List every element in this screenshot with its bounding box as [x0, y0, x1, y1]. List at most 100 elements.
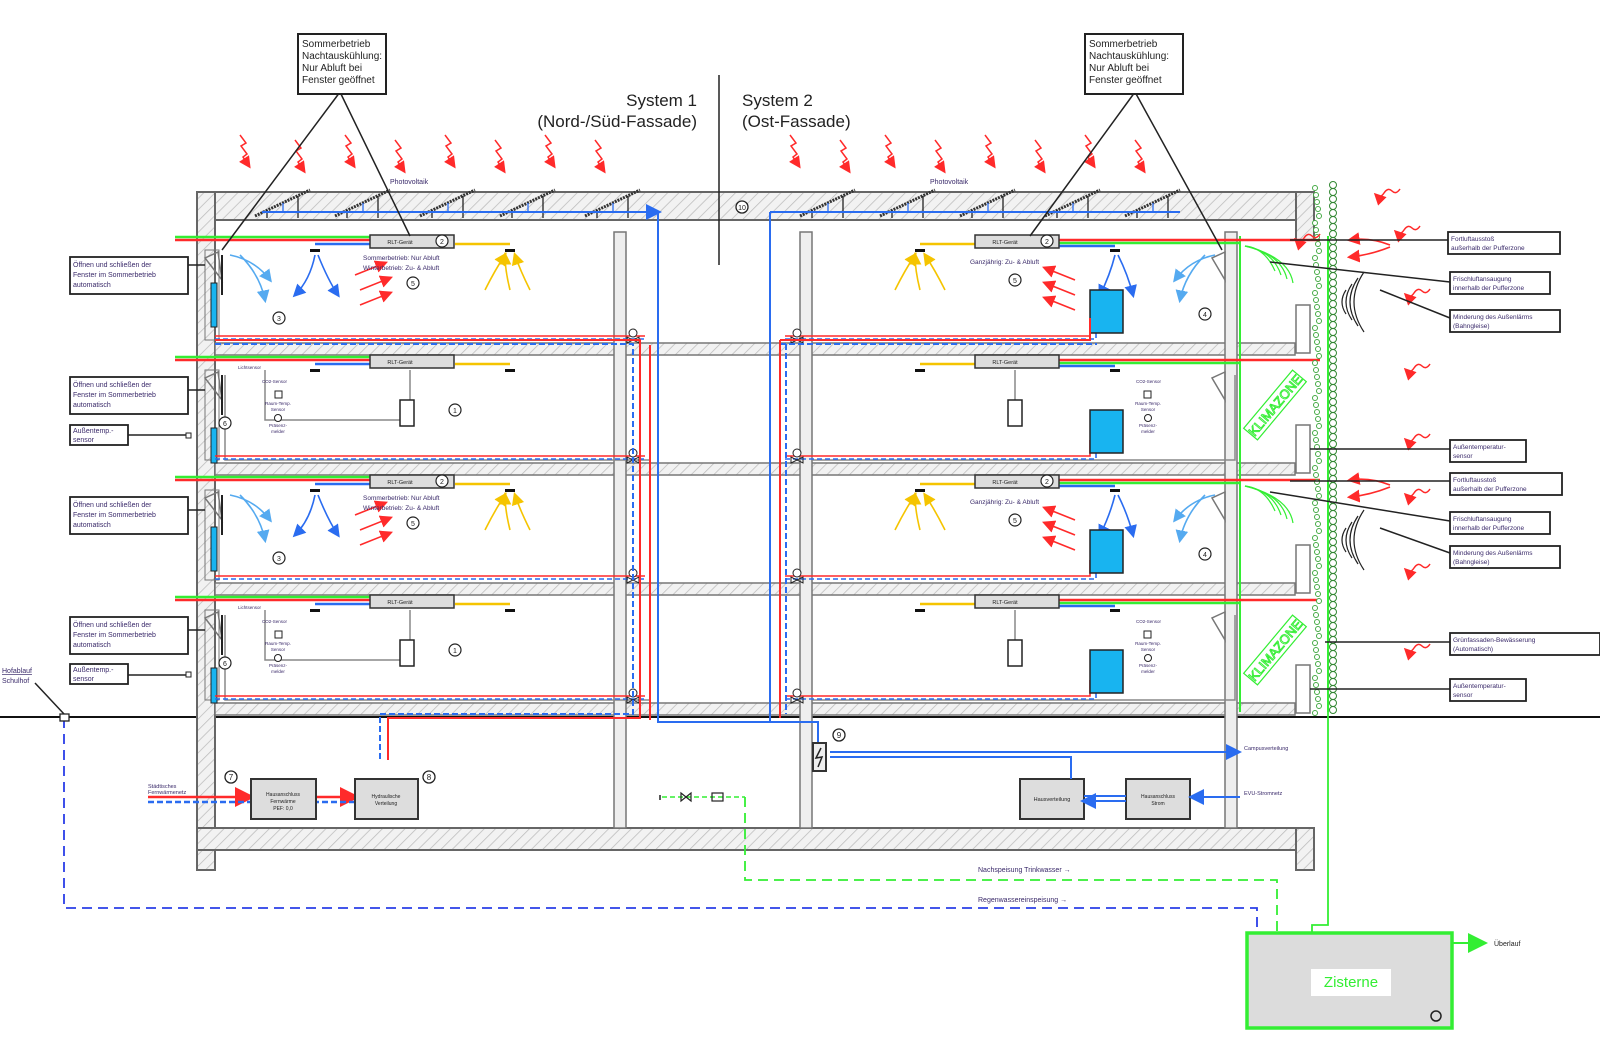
plant-leaf — [1329, 181, 1337, 189]
sun-ray-arrow — [344, 134, 356, 169]
sun-ray-arrow — [884, 134, 896, 169]
plant-leaf — [1329, 398, 1337, 406]
plant-leaf — [1329, 314, 1337, 322]
svg-text:Fenster im Sommerbetrieb: Fenster im Sommerbetrieb — [73, 512, 156, 519]
airflow-arrows — [229, 491, 1216, 551]
rlt-unit-sys2: RLT-Gerät — [974, 594, 1060, 609]
svg-text:Fenster im Sommerbetrieb: Fenster im Sommerbetrieb — [73, 272, 156, 279]
svg-text:RLT-Gerät: RLT-Gerät — [387, 240, 413, 246]
svg-text:RLT-Gerät: RLT-Gerät — [387, 360, 413, 366]
plant-leaf — [1329, 384, 1337, 392]
sun-ray-arrow — [294, 139, 306, 174]
svg-text:Fenster geöffnet: Fenster geöffnet — [302, 75, 375, 86]
klimazone-label-upper: KLIMAZONE — [1242, 369, 1308, 441]
plant-leaf — [1329, 258, 1337, 266]
svg-text:Präsenz-: Präsenz- — [269, 423, 288, 428]
overflow-label: Überlauf — [1494, 940, 1521, 948]
svg-text:10: 10 — [738, 205, 746, 212]
sun-ray-arrow — [934, 139, 946, 174]
sys2-mode: Ganzjährig: Zu- & Abluft — [970, 259, 1039, 266]
cistern-label: Zisterne — [1324, 974, 1378, 991]
heating-panel — [1089, 409, 1124, 454]
plant-leaf — [1329, 321, 1337, 329]
rlt-unit-sys1: RLT-Gerät — [369, 594, 455, 609]
svg-text:melder: melder — [1141, 429, 1155, 434]
svg-text:sensor: sensor — [1453, 692, 1473, 699]
plant-leaf — [1329, 650, 1337, 658]
plant-leaf — [1329, 237, 1337, 245]
building-shell — [196, 191, 1329, 871]
plant-leaf — [1329, 608, 1337, 616]
plant-leaf — [1329, 573, 1337, 581]
svg-text:sensor: sensor — [1453, 453, 1473, 460]
plant-leaf — [1329, 370, 1337, 378]
svg-text:automatisch: automatisch — [73, 642, 111, 649]
svg-text:Schulhof: Schulhof — [2, 678, 29, 685]
sun-ray-arrow — [594, 139, 606, 174]
plant-leaf — [1329, 524, 1337, 532]
system1-subtitle: (Nord-/Süd-Fassade) — [537, 112, 697, 131]
solar-radiation-arrows — [239, 134, 1146, 174]
svg-text:Lichtsensor: Lichtsensor — [238, 605, 262, 610]
svg-text:1: 1 — [453, 408, 457, 415]
plant-leaf — [1329, 468, 1337, 476]
svg-text:Fortluftausstoß: Fortluftausstoß — [1451, 236, 1494, 243]
sun-ray-arrow — [494, 139, 506, 174]
leader-lines — [34, 91, 1451, 800]
plant-leaf — [1329, 454, 1337, 462]
svg-text:6: 6 — [223, 421, 227, 428]
svg-text:5: 5 — [1013, 278, 1017, 285]
sun-ray-arrow — [789, 134, 801, 169]
svg-text:Raum-Temp.: Raum-Temp. — [265, 641, 291, 646]
plant-leaf — [1329, 671, 1337, 679]
svg-text:Hausanschluss: Hausanschluss — [1141, 794, 1175, 800]
basement-labels: Städtisches Fernwärmenetz 7 8 9 Hausansc… — [148, 728, 1288, 812]
svg-text:Fernwärmenetz: Fernwärmenetz — [148, 790, 186, 796]
svg-text:4: 4 — [1203, 312, 1207, 319]
svg-text:Fenster im Sommerbetrieb: Fenster im Sommerbetrieb — [73, 632, 156, 639]
plant-leaf — [1329, 622, 1337, 630]
svg-text:2: 2 — [1045, 479, 1049, 486]
room-sensors-left: LichtsensorCO2-SensorRaum-Temp.SensorPrä… — [238, 605, 291, 674]
svg-text:Sommerbetrieb: Sommerbetrieb — [302, 39, 371, 50]
power-connection — [1125, 778, 1191, 820]
plant-leaf — [1329, 587, 1337, 595]
svg-text:automatisch: automatisch — [73, 282, 111, 289]
svg-text:Sensor: Sensor — [271, 407, 286, 412]
sun-ray-arrow — [1084, 134, 1096, 169]
svg-text:Außentemp.-: Außentemp.- — [73, 428, 114, 435]
sys2-mode: Ganzjährig: Zu- & Abluft — [970, 499, 1039, 506]
plant-leaf — [1329, 293, 1337, 301]
heating-risers — [215, 318, 1097, 760]
svg-text:Sensor: Sensor — [1141, 647, 1156, 652]
svg-text:Lichtsensor: Lichtsensor — [238, 365, 262, 370]
svg-text:außerhalb der Pufferzone: außerhalb der Pufferzone — [1451, 245, 1525, 252]
svg-text:Raum-Temp.: Raum-Temp. — [1135, 641, 1161, 646]
svg-text:automatisch: automatisch — [73, 522, 111, 529]
svg-text:(Bahngleise): (Bahngleise) — [1453, 323, 1490, 330]
svg-text:1: 1 — [453, 648, 457, 655]
refill-drinking-water-label: Nachspeisung Trinkwasser → — [978, 867, 1071, 874]
sys1-mode-winter: Winterbetrieb: Zu- & Abluft — [363, 265, 439, 272]
svg-text:3: 3 — [277, 316, 281, 323]
svg-text:RLT-Gerät: RLT-Gerät — [992, 480, 1018, 486]
svg-text:Raum-Temp.: Raum-Temp. — [265, 401, 291, 406]
svg-text:3: 3 — [277, 556, 281, 563]
sun-ray-arrow — [984, 134, 996, 169]
heating-panel — [1089, 289, 1124, 334]
district-heat-station — [250, 778, 317, 820]
plant-leaf — [1329, 405, 1337, 413]
plant-leaf — [1329, 363, 1337, 371]
svg-text:CO2-Sensor: CO2-Sensor — [1136, 379, 1162, 384]
svg-text:(Automatisch): (Automatisch) — [1453, 646, 1493, 653]
svg-text:Frischluftansaugung: Frischluftansaugung — [1453, 516, 1512, 523]
svg-text:Präsenz-: Präsenz- — [1139, 423, 1158, 428]
plant-leaf — [1329, 440, 1337, 448]
svg-text:Sensor: Sensor — [1141, 407, 1156, 412]
